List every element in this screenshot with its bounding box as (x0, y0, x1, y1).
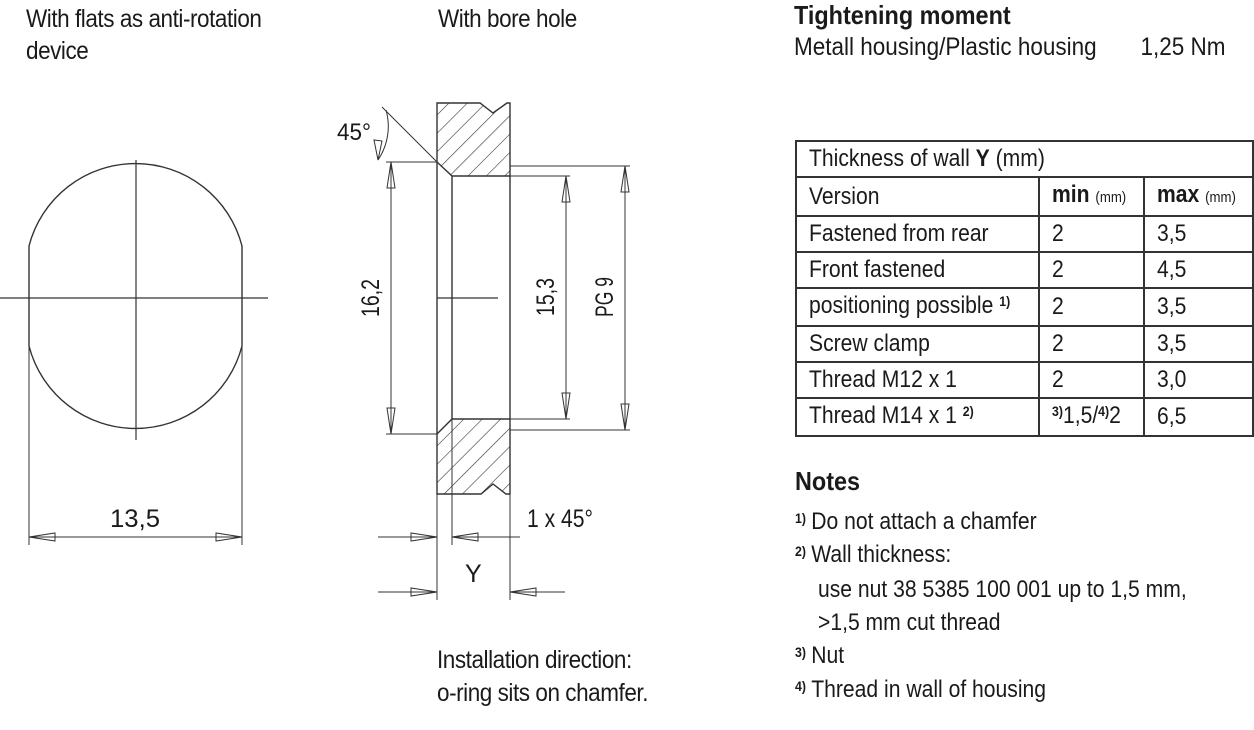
dimension-arrows-13-5 (28, 532, 243, 542)
table-row: Thread M12 x 1 2 3,0 (795, 361, 1254, 399)
flats-caption-line1: With flats as anti-rotation (26, 5, 262, 33)
header-min-label: min (1051, 181, 1090, 208)
row-max: 3,5 (1143, 215, 1254, 253)
row-max: 3,5 (1143, 287, 1254, 327)
row-version: Screw clamp (795, 325, 1040, 363)
table-row: Front fastened 2 4,5 (795, 251, 1254, 289)
header-min-unit: (mm) (1095, 189, 1126, 206)
row-max: 3,5 (1143, 325, 1254, 363)
header-max-unit: (mm) (1205, 189, 1237, 206)
bore-hole-caption: With bore hole (438, 5, 577, 33)
dim-outer-diameter: 16,2 (357, 279, 385, 317)
wall-thickness-table: Thickness of wall Y (mm) Version min (mm… (795, 140, 1254, 437)
note-text: Thread in wall of housing (811, 676, 1047, 703)
dim-thread-pg9: PG 9 (591, 277, 619, 317)
note-number: 1) (795, 510, 806, 526)
bore-hole-section-view (373, 102, 630, 600)
table-title: Thickness of wall Y (mm) (795, 140, 1254, 178)
row-version: Fastened from rear (795, 215, 1040, 253)
row-version: positioning possible 1) (795, 287, 1040, 327)
footnote-ref: 2) (962, 403, 974, 419)
flats-caption-line2: device (26, 37, 89, 65)
table-header-row: Version min (mm) max (mm) (795, 176, 1254, 217)
table-title-row: Thickness of wall Y (mm) (795, 140, 1254, 178)
header-version: Version (795, 176, 1040, 217)
header-min: min (mm) (1037, 176, 1146, 217)
header-max-label: max (1157, 181, 1200, 208)
row-version: Thread M12 x 1 (795, 361, 1040, 399)
note-text: Wall thickness: (811, 541, 952, 568)
row-min: 2 (1037, 287, 1146, 327)
header-max: max (mm) (1143, 176, 1254, 217)
row-min: 3)1,5/4)2 (1037, 397, 1146, 437)
row-version: Thread M14 x 1 2) (795, 397, 1040, 437)
flats-cutout-view (0, 160, 268, 545)
row-min: 2 (1037, 251, 1146, 289)
table-title-prefix: Thickness of wall (809, 145, 976, 172)
row-version: Front fastened (795, 251, 1040, 289)
table-row: positioning possible 1) 2 3,5 (795, 287, 1254, 327)
footnote-ref: 4) (1097, 403, 1109, 419)
table-title-suffix: (mm) (989, 145, 1045, 172)
note-text: use nut 38 5385 100 001 up to 1,5 mm, (818, 576, 1187, 603)
tightening-label: Metall housing/Plastic housing (794, 33, 1097, 61)
note-item: 4) Thread in wall of housing (795, 675, 1046, 707)
row-min: 2 (1037, 325, 1146, 363)
note-item: 3) Nut (795, 641, 844, 673)
table-row: Thread M14 x 1 2) 3)1,5/4)2 6,5 (795, 397, 1254, 437)
technical-drawing: 13,5 (0, 102, 630, 600)
row-max: 3,0 (1143, 361, 1254, 399)
note-number: 3) (795, 644, 806, 660)
table-row: Fastened from rear 2 3,5 (795, 215, 1254, 253)
tightening-row: Metall housing/Plastic housing 1,25 Nm (794, 33, 1226, 62)
tightening-title: Tightening moment (794, 0, 1011, 30)
row-max: 4,5 (1143, 251, 1254, 289)
note-text: >1,5 mm cut thread (818, 609, 1001, 636)
row-min: 2 (1037, 361, 1146, 399)
footnote-ref: 1) (999, 293, 1011, 309)
dim-angle: 45° (337, 119, 371, 146)
table-row: Screw clamp 2 3,5 (795, 325, 1254, 363)
row-max: 6,5 (1143, 397, 1254, 437)
note-item: 2) Wall thickness: (795, 540, 951, 572)
tightening-value: 1,25 Nm (1140, 33, 1226, 61)
note-item: >1,5 mm cut thread (818, 608, 1001, 638)
dim-chamfer: 1 x 45° (527, 505, 593, 533)
note-text: Nut (811, 642, 845, 669)
note-number: 2) (795, 543, 806, 559)
installation-caption-line2: o-ring sits on chamfer. (437, 679, 648, 707)
note-item: use nut 38 5385 100 001 up to 1,5 mm, (818, 575, 1187, 605)
note-text: Do not attach a chamfer (811, 508, 1037, 535)
dim-flat-width: 13,5 (110, 505, 160, 533)
note-item: 1) Do not attach a chamfer (795, 507, 1037, 539)
notes-title: Notes (795, 466, 861, 496)
installation-caption-line1: Installation direction: (437, 646, 632, 674)
table-title-bold: Y (975, 145, 990, 172)
footnote-ref: 3) (1051, 403, 1063, 419)
wall-section-lower (436, 418, 511, 495)
dim-wall-y: Y (465, 560, 482, 588)
wall-section-upper (436, 102, 511, 177)
row-min: 2 (1037, 215, 1146, 253)
dim-inner-diameter: 15,3 (532, 278, 560, 316)
note-number: 4) (795, 678, 806, 694)
